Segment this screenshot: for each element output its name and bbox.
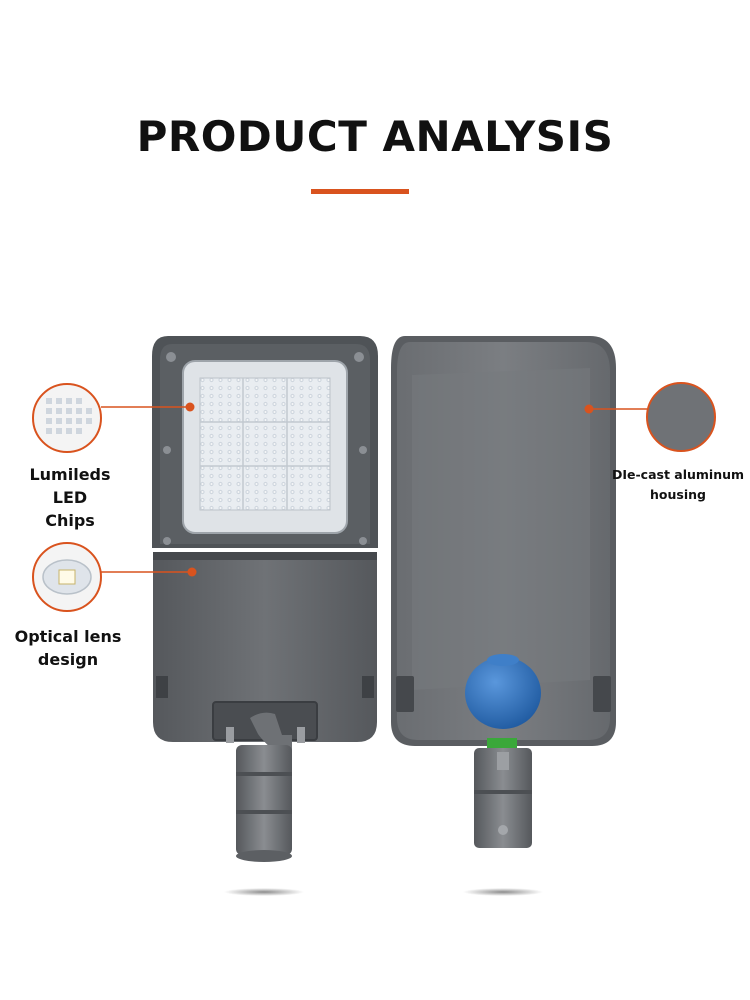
housing-label-line2: housing: [650, 487, 706, 502]
lens-callout: [32, 542, 197, 612]
optical-lens-label-line2: design: [37, 650, 99, 670]
led-chip-callout: [32, 383, 195, 453]
page-title: PRODUCT ANALYSIS: [136, 112, 614, 161]
housing-callout: [584, 382, 716, 452]
optical-lens-label: Optical lens design: [8, 625, 128, 671]
led-chips-label-line1: Lumileds LED: [29, 465, 111, 508]
photocell-sensor: [465, 654, 541, 750]
title-underline: [311, 189, 409, 194]
led-chips-label-line2: Chips: [45, 511, 95, 531]
led-chips-label: Lumileds LED Chips: [10, 463, 130, 533]
back-street-light: [391, 336, 616, 896]
front-street-light: [152, 336, 378, 896]
housing-label: DIe-cast aluminum housing: [608, 465, 748, 505]
housing-label-line1: DIe-cast aluminum: [611, 467, 745, 482]
optical-lens-label-line1: Optical lens: [14, 627, 122, 646]
